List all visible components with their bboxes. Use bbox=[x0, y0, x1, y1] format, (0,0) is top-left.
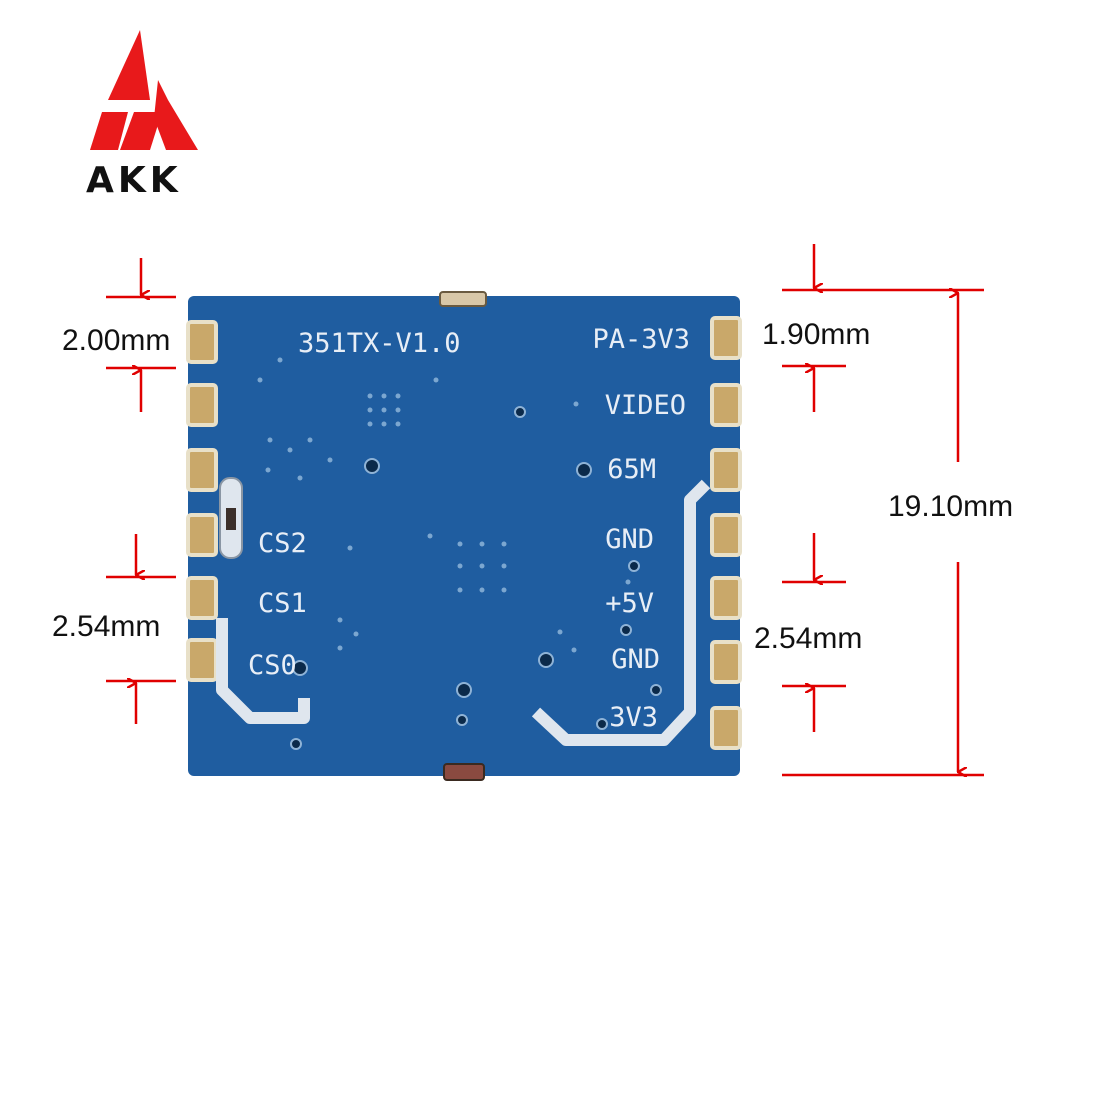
board-title: 351TX-V1.0 bbox=[298, 328, 461, 359]
brand-name: AKK bbox=[86, 160, 182, 201]
dim-right-bottom-label: 2.54mm bbox=[754, 622, 862, 655]
pin-label-gnd-2: GND bbox=[611, 644, 660, 675]
pin-label-cs0: CS0 bbox=[248, 650, 297, 681]
akk-logo: AKK bbox=[86, 30, 198, 201]
left-pads bbox=[186, 320, 218, 682]
dim-left-top-label: 2.00mm bbox=[62, 324, 170, 357]
dim-overall-height-label: 19.10mm bbox=[888, 490, 1013, 523]
dim-right-top-label: 1.90mm bbox=[762, 318, 870, 351]
pin-label-cs1: CS1 bbox=[258, 588, 307, 619]
pin-label-video: VIDEO bbox=[605, 390, 686, 421]
pin-label-3v3: 3V3 bbox=[609, 702, 658, 733]
dimension-lines bbox=[106, 244, 984, 775]
dim-left-bottom-label: 2.54mm bbox=[52, 610, 160, 643]
pin-label-plus-5v: +5V bbox=[605, 588, 654, 619]
vias bbox=[290, 406, 662, 750]
pin-label-65m: 65M bbox=[607, 454, 656, 485]
pin-label-cs2: CS2 bbox=[258, 528, 307, 559]
pcb-board: 351TX-V1.0 PA-3V3 VIDEO 65M GND +5V GND … bbox=[186, 291, 742, 781]
pin-label-gnd-1: GND bbox=[605, 524, 654, 555]
dimension-labels: 2.00mm 2.54mm 1.90mm 2.54mm 19.10mm bbox=[52, 318, 1013, 655]
left-pin-labels: CS2 CS1 CS0 bbox=[248, 528, 307, 681]
right-pads bbox=[710, 316, 742, 750]
right-pin-labels: PA-3V3 VIDEO 65M GND +5V GND 3V3 bbox=[592, 324, 690, 733]
pin-label-pa-3v3: PA-3V3 bbox=[592, 324, 690, 355]
